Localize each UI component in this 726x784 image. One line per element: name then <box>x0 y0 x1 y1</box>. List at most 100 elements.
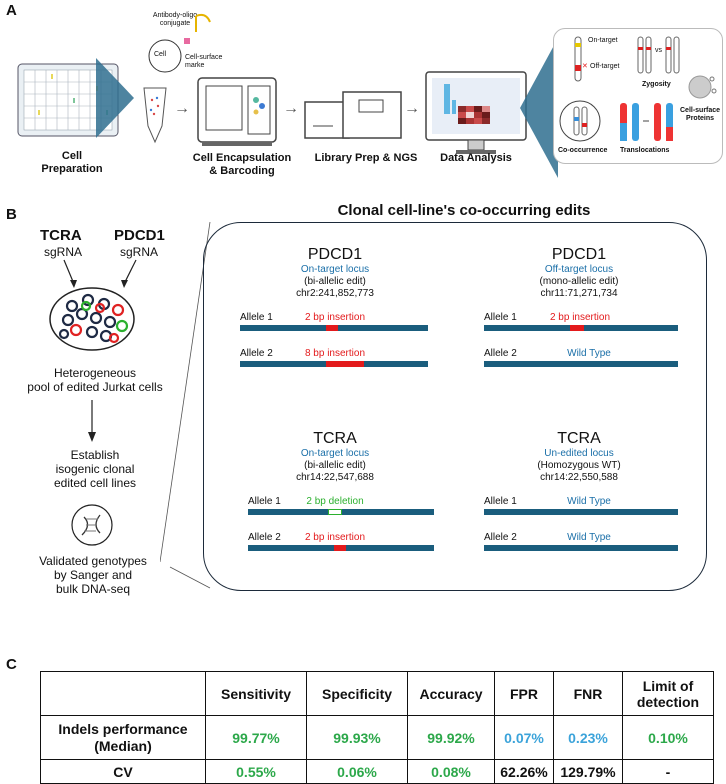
allele-edit-label: 8 bp insertion <box>304 348 366 359</box>
establish-label: Establish isogenic clonal edited cell li… <box>53 448 137 490</box>
locus-coordinate: chr2:241,852,773 <box>296 288 374 299</box>
performance-table: Sensitivity Specificity Accuracy FPR FNR… <box>40 671 714 784</box>
encapsulation-instrument-icon <box>196 76 278 155</box>
locus-edit-type: (bi-allelic edit) <box>304 460 366 471</box>
off-target-label: Off-target <box>590 63 620 70</box>
allele-edit-label: 2 bp insertion <box>304 532 366 543</box>
vs-text: vs <box>655 47 662 54</box>
dna-helix-icon <box>70 503 114 552</box>
locus-gene: TCRA <box>557 430 601 447</box>
table-cell: 99.77% <box>205 715 307 760</box>
pdcd1-gene-label: PDCD1 <box>114 227 165 244</box>
pdcd1-sgrna-label: sgRNA <box>120 245 159 259</box>
locus-coordinate: chr14:22,550,588 <box>540 472 618 483</box>
table-cell: 0.55% <box>205 759 307 784</box>
table-header-cell: Specificity <box>306 671 408 716</box>
table-cell: 0.08% <box>407 759 495 784</box>
arrow-1: → <box>174 100 190 117</box>
deletion-mark <box>328 509 342 515</box>
analysis-outputs-box: On-target ✕ Off-target vs Zygosity Cell-… <box>553 28 723 164</box>
locus-edit-type: (Homozygous WT) <box>537 460 621 471</box>
locus-coordinate: chr11:71,271,734 <box>540 288 618 299</box>
insertion-mark <box>334 545 346 551</box>
co-occurrence-label: Co-occurrence <box>558 147 608 154</box>
table-header-row: Sensitivity Specificity Accuracy FPR FNR… <box>40 671 714 716</box>
insertion-mark <box>326 325 338 331</box>
locus-gene: TCRA <box>313 430 357 447</box>
allele-edit-label: Wild Type <box>567 532 611 543</box>
surface-marker-label: Cell-surface marke <box>185 54 223 69</box>
step-cell-encapsulation: Cell Encapsulation & Barcoding <box>192 152 292 177</box>
table-row-label: CV <box>40 759 206 784</box>
table-header-cell: FPR <box>494 671 554 716</box>
table-cell: 0.10% <box>622 715 714 760</box>
panel-a-letter: A <box>6 2 17 19</box>
data-analysis-monitor-icon <box>424 70 528 163</box>
allele-label: Allele 1 <box>240 312 273 323</box>
locus-type: On-target locus <box>300 448 370 459</box>
step-cell-preparation: Cell Preparation <box>41 150 103 175</box>
sgrna-arrows <box>50 258 150 295</box>
arrow-2: → <box>283 100 299 117</box>
allele-edit-label: Wild Type <box>567 496 611 507</box>
locus-type: On-target locus <box>300 264 370 275</box>
allele-label: Allele 1 <box>484 496 517 507</box>
allele-label: Allele 2 <box>484 348 517 359</box>
allele-label: Allele 2 <box>484 532 517 543</box>
tcra-gene-label: TCRA <box>40 227 82 244</box>
allele-edit-label: 2 bp deletion <box>306 496 364 507</box>
table-header-cell: FNR <box>553 671 623 716</box>
table-cell: - <box>622 759 714 784</box>
table-cell: 0.06% <box>306 759 408 784</box>
on-target-label: On-target <box>588 37 618 44</box>
table-header-cell: Sensitivity <box>205 671 307 716</box>
table-header-cell: Limit of detection <box>622 671 714 716</box>
allele-label: Allele 2 <box>240 348 273 359</box>
off-target-x: ✕ <box>582 63 588 70</box>
locus-gene: PDCD1 <box>551 246 607 263</box>
step-library-prep: Library Prep & NGS <box>314 152 418 164</box>
zygosity-label: Zygosity <box>642 81 671 88</box>
table-cell: 0.23% <box>553 715 623 760</box>
clonal-edits-box <box>203 222 707 591</box>
table-header-cell: Accuracy <box>407 671 495 716</box>
insertion-mark <box>570 325 584 331</box>
cell-surface-proteins-label: Cell-surface Proteins <box>680 107 721 122</box>
table-header-cell <box>40 671 206 716</box>
table-cell: 129.79% <box>553 759 623 784</box>
table-cell: 99.93% <box>306 715 408 760</box>
locus-edit-type: (mono-allelic edit) <box>539 276 619 287</box>
table-row: CV 0.55% 0.06% 0.08% 62.26% 129.79% - <box>40 759 714 784</box>
table-row: Indels performance (Median) 99.77% 99.93… <box>40 715 714 760</box>
sequencer-icon <box>303 90 405 145</box>
table-row-label: Indels performance (Median) <box>40 715 206 760</box>
allele-edit-label: 2 bp insertion <box>304 312 366 323</box>
antibody-icon <box>178 12 218 57</box>
locus-type: Un-edited locus <box>544 448 614 459</box>
table-cell: 99.92% <box>407 715 495 760</box>
panel-c-letter: C <box>6 656 17 673</box>
table-cell: 0.07% <box>494 715 554 760</box>
arrow-3: → <box>404 100 420 117</box>
cell-text: Cell <box>154 51 167 58</box>
locus-type: Off-target locus <box>544 264 614 275</box>
funnel-shape <box>96 58 136 143</box>
funnel-shape-2 <box>520 38 560 183</box>
translocations-label: Translocations <box>620 147 670 154</box>
allele-label: Allele 1 <box>484 312 517 323</box>
allele-edit-label: 2 bp insertion <box>549 312 611 323</box>
panel-b-title: Clonal cell-line's co-occurring edits <box>337 202 591 219</box>
cell-pool-dish <box>48 286 136 357</box>
locus-gene: PDCD1 <box>307 246 363 263</box>
antibody-label: Antibody-oligo conjugate <box>152 12 198 27</box>
step-data-analysis: Data Analysis <box>440 152 512 164</box>
locus-edit-type: (bi-allelic edit) <box>304 276 366 287</box>
zoom-lines <box>159 221 220 597</box>
allele-bar <box>484 361 678 367</box>
insertion-mark <box>326 361 364 367</box>
allele-bar <box>484 509 678 515</box>
cell-icon <box>147 38 183 79</box>
panel-b-letter: B <box>6 206 17 223</box>
allele-label: Allele 1 <box>248 496 281 507</box>
pool-label: Heterogeneous pool of edited Jurkat cell… <box>27 366 163 394</box>
